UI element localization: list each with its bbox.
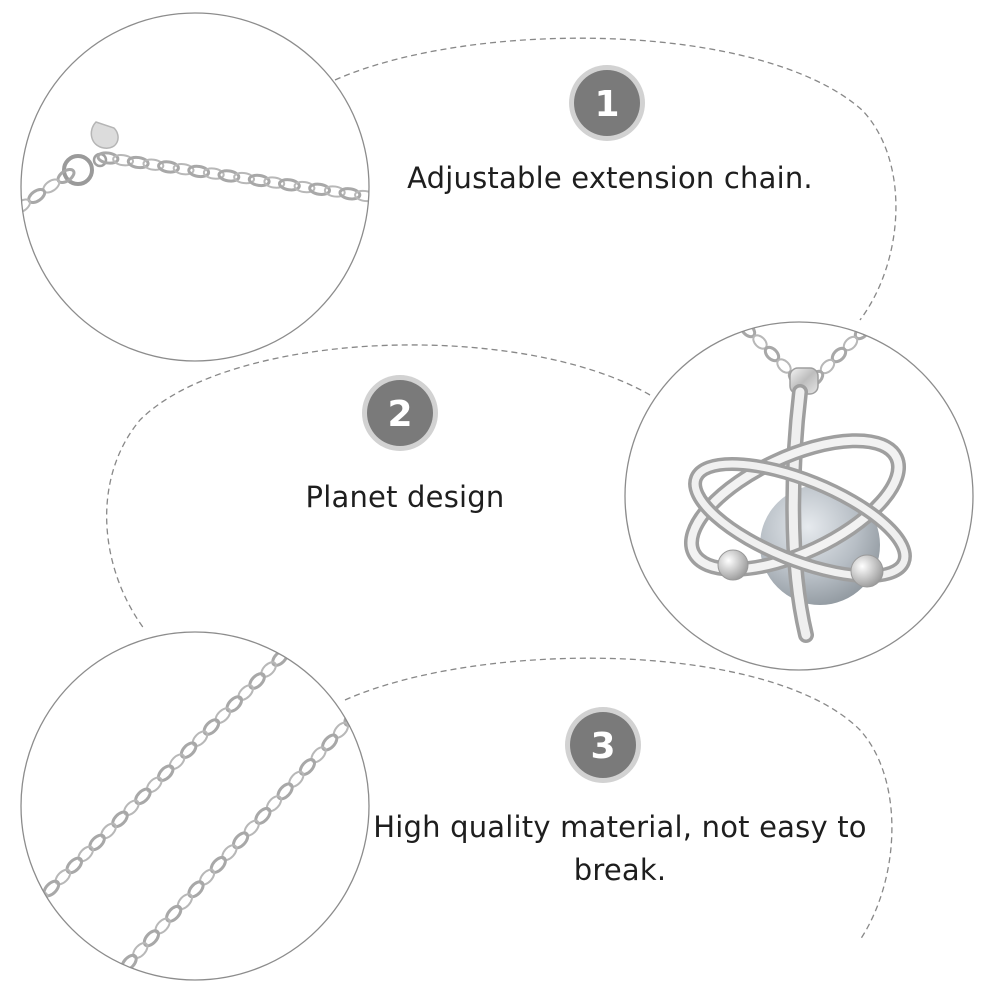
chain-link: [187, 880, 205, 899]
planet-pendant: [683, 367, 912, 643]
chain-link: [254, 806, 272, 825]
chain-link: [88, 833, 106, 852]
chain-link: [308, 182, 332, 196]
chain-link: [293, 180, 316, 194]
feature-1-text: Adjustable extension chain.: [407, 161, 813, 195]
chain-link: [191, 730, 209, 747]
chain-link: [202, 167, 225, 180]
chain-link: [142, 929, 160, 948]
chain-link: [265, 795, 283, 813]
badge-3: 3: [565, 707, 641, 783]
chain-link: [247, 173, 271, 188]
chain-link: [146, 776, 163, 794]
chain-link: [225, 695, 244, 713]
chain-link: [233, 171, 256, 185]
chain-link: [31, 891, 49, 909]
badge-3-number: 3: [590, 726, 615, 767]
chain-link: [237, 684, 254, 701]
chain-link: [209, 855, 227, 874]
chain-link: [202, 718, 221, 736]
dashed-frame-1: [334, 37, 897, 321]
chain-link: [217, 169, 241, 183]
chain-link: [199, 868, 216, 886]
chain-link: [96, 151, 120, 165]
chain-link: [214, 707, 232, 724]
chain-link: [156, 764, 175, 782]
chain-link: [112, 154, 135, 167]
chain-link: [165, 904, 183, 923]
badge-1-number: 1: [594, 84, 619, 125]
chain-link: [142, 158, 165, 171]
chain-link: [276, 782, 294, 801]
chain-link: [187, 164, 211, 179]
chain-detail-photo: [20, 631, 370, 981]
chain-link: [77, 845, 94, 863]
chain-link: [338, 187, 362, 201]
dashed-frame-2: [106, 344, 651, 631]
chain-link: [111, 810, 129, 829]
chain-link: [109, 966, 127, 980]
planet-pendant-photo: [624, 321, 974, 671]
chain-link: [298, 758, 316, 776]
chain-link: [126, 155, 150, 170]
extension-chain-photo: [20, 12, 370, 362]
feature-2-text: Planet design: [305, 480, 505, 514]
chain-link: [134, 787, 152, 806]
chain-link: [260, 661, 277, 678]
feature-3-text: High quality material, not easy to break…: [373, 810, 867, 887]
chain-link: [179, 741, 198, 759]
chain-link: [65, 856, 84, 875]
chain-link: [100, 822, 117, 840]
chain-link: [323, 185, 346, 198]
chain-link: [277, 178, 301, 192]
chain-link: [21, 198, 31, 214]
chain-link: [54, 868, 72, 886]
chain-link: [168, 753, 186, 770]
chain-link: [354, 189, 369, 203]
chain-link: [263, 176, 286, 189]
chain-link: [232, 831, 250, 850]
chain-link: [172, 163, 195, 176]
badge-2-number: 2: [387, 394, 412, 435]
chain-link: [248, 672, 266, 690]
dashed-frame-3: [344, 657, 893, 941]
chain-link: [321, 733, 339, 752]
chain-link: [123, 799, 140, 817]
badge-1: 1: [569, 65, 645, 141]
chain-link: [157, 160, 180, 174]
badge-2: 2: [362, 375, 438, 451]
